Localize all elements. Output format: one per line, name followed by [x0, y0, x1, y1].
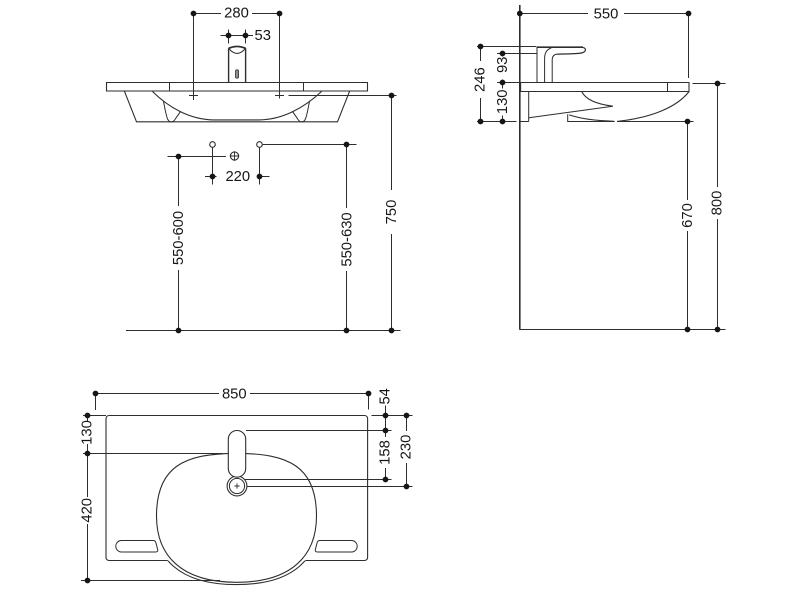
svg-text:750: 750 — [384, 200, 400, 225]
svg-text:550: 550 — [594, 7, 619, 23]
svg-text:550-600: 550-600 — [171, 211, 187, 265]
svg-text:130: 130 — [80, 420, 96, 445]
svg-text:230: 230 — [399, 435, 415, 460]
svg-text:420: 420 — [80, 498, 96, 523]
svg-text:850: 850 — [222, 387, 247, 403]
svg-text:53: 53 — [255, 28, 271, 44]
svg-text:800: 800 — [710, 191, 726, 216]
svg-text:670: 670 — [680, 203, 696, 228]
svg-text:246: 246 — [472, 67, 488, 92]
svg-text:280: 280 — [224, 6, 249, 22]
svg-text:54: 54 — [378, 388, 394, 404]
svg-text:130: 130 — [495, 89, 511, 114]
svg-text:93: 93 — [495, 57, 511, 73]
svg-text:158: 158 — [378, 440, 394, 465]
svg-text:220: 220 — [225, 169, 250, 185]
svg-text:550-630: 550-630 — [340, 212, 356, 266]
